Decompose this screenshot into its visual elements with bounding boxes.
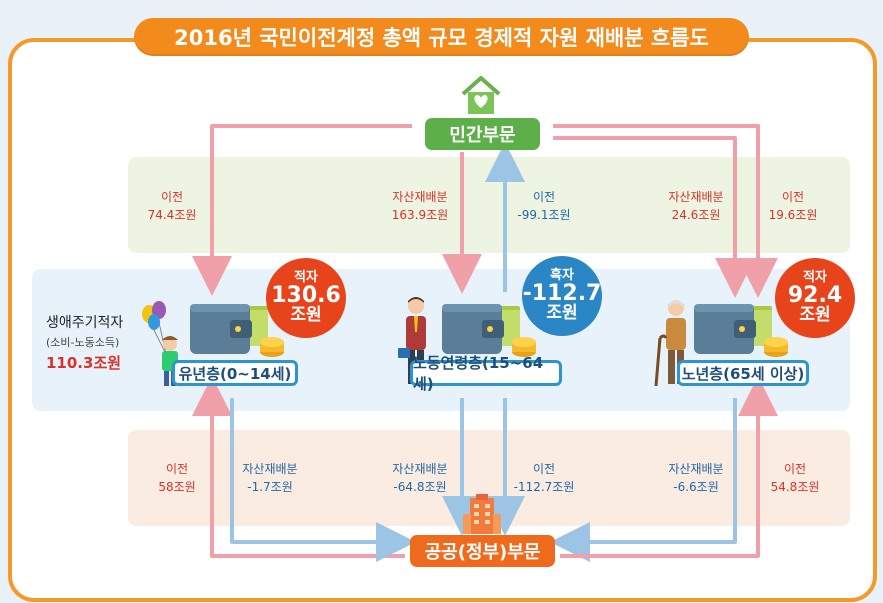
flow-type: 이전 [781, 190, 805, 204]
lifecycle-title: 생애주기적자 [46, 315, 124, 331]
flow-public-working-transfer: 이전 -112.7조원 [508, 460, 580, 496]
group-elderly: 노년층(65세 이상) [677, 360, 809, 386]
flow-amount: -1.7조원 [247, 480, 293, 494]
government-building-icon [463, 494, 501, 534]
flow-type: 이전 [783, 462, 807, 476]
balance-elderly-value: 92.4 [787, 283, 843, 309]
flow-amount: 74.4조원 [147, 208, 197, 222]
flow-type: 자산재배분 [392, 462, 448, 476]
flow-public-young-realloc: 자산재배분 -1.7조원 [234, 460, 306, 496]
arrow-private-to-young [192, 124, 412, 296]
balance-working: 흑자 -112.7 조원 [522, 256, 602, 336]
wallet-icon [694, 304, 788, 357]
page-title: 2016년 국민이전계정 총액 규모 경제적 자원 재배분 흐름도 [134, 18, 749, 56]
group-young: 유년층(0~14세) [172, 360, 298, 386]
flow-type: 이전 [160, 190, 184, 204]
flow-type: 자산재배분 [242, 462, 298, 476]
flow-public-working-realloc: 자산재배분 -64.8조원 [384, 460, 456, 496]
flow-private-working-realloc: 자산재배분 163.9조원 [384, 188, 456, 224]
flow-public-elderly-transfer: 이전 54.8조원 [764, 460, 826, 496]
flow-public-elderly-realloc: 자산재배분 -6.6조원 [660, 460, 732, 496]
arrow-public-to-young [192, 376, 405, 558]
arrow-young-to-public [230, 398, 416, 562]
balance-young-unit: 조원 [290, 305, 322, 326]
balance-young-label: 적자 [294, 269, 318, 285]
arrow-public-to-elderly [560, 376, 778, 558]
house-icon [461, 76, 501, 114]
flow-type: 이전 [532, 462, 556, 476]
flow-amount: 19.6조원 [768, 208, 818, 222]
private-sector-label: 민간부문 [425, 118, 540, 150]
balance-working-value: -112.7 [522, 281, 602, 307]
balance-elderly-unit: 조원 [799, 305, 831, 326]
flow-type: 이전 [532, 190, 556, 204]
balance-working-unit: 조원 [546, 303, 578, 324]
flow-amount: 54.8조원 [770, 480, 820, 494]
arrow-elderly-to-public [550, 398, 737, 562]
coin-stack-icon [512, 337, 536, 357]
flow-amount: 58조원 [158, 480, 196, 494]
balance-young: 적자 130.6 조원 [266, 258, 346, 338]
flow-amount: 24.6조원 [671, 208, 721, 222]
flow-type: 자산재배분 [668, 190, 724, 204]
flow-public-young-transfer: 이전 58조원 [150, 460, 204, 496]
flow-amount: -112.7조원 [513, 480, 575, 494]
public-sector-label: 공공(정부)부문 [410, 535, 555, 567]
lifecycle-subtitle: (소비-노동소득) [46, 336, 120, 349]
flow-private-elderly-transfer: 이전 19.6조원 [764, 188, 822, 224]
coin-stack-icon [764, 337, 788, 357]
arrow-private-to-elderly-transfer [553, 124, 778, 298]
arrow-private-to-elderly-realloc [553, 136, 755, 298]
flow-private-working-transfer: 이전 -99.1조원 [512, 188, 576, 224]
balance-working-label: 흑자 [550, 267, 574, 283]
wallet-icon [190, 304, 284, 357]
lifecycle-value: 110.3조원 [46, 354, 122, 372]
flow-amount: -99.1조원 [517, 208, 571, 222]
flow-type: 자산재배분 [392, 190, 448, 204]
coin-stack-icon [260, 337, 284, 357]
flow-private-young-transfer: 이전 74.4조원 [140, 188, 204, 224]
flow-private-elderly-realloc: 자산재배분 24.6조원 [660, 188, 732, 224]
wallet-icon [442, 304, 536, 357]
flow-amount: -64.8조원 [393, 480, 447, 494]
group-working: 노동연령층(15~64세) [410, 354, 562, 393]
flow-type: 이전 [165, 462, 189, 476]
flow-type: 자산재배분 [668, 462, 724, 476]
lifecycle-deficit: 생애주기적자 (소비-노동소득) 110.3조원 [46, 312, 123, 373]
balance-elderly-label: 적자 [803, 269, 827, 285]
flow-amount: 163.9조원 [391, 208, 449, 222]
balance-young-value: 130.6 [271, 283, 341, 309]
balance-elderly: 적자 92.4 조원 [775, 258, 855, 338]
flow-amount: -6.6조원 [673, 480, 719, 494]
